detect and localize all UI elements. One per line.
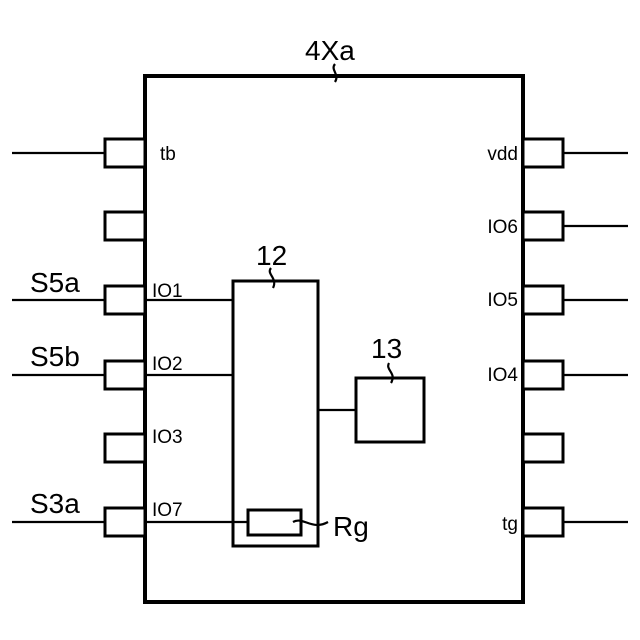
pin-label-io5: IO5 — [487, 290, 518, 311]
chip-label-leader — [334, 64, 337, 82]
pad-right-6 — [523, 508, 563, 536]
block-13-label: 13 — [371, 333, 402, 364]
pad-left-4 — [105, 361, 145, 389]
left-pins — [12, 139, 145, 536]
pad-left-6 — [105, 508, 145, 536]
resistor-leader — [293, 521, 328, 525]
signal-label-s3a: S3a — [30, 488, 80, 519]
pad-right-2 — [523, 212, 563, 240]
pad-left-5 — [105, 434, 145, 462]
pad-left-3 — [105, 286, 145, 314]
pin-label-io1: IO1 — [152, 281, 183, 302]
block-12-leader — [270, 268, 274, 288]
pad-right-5 — [523, 434, 563, 462]
pin-label-io7: IO7 — [152, 500, 183, 521]
resistor-rg — [248, 510, 301, 535]
pad-right-1 — [523, 139, 563, 167]
signal-label-s5b: S5b — [30, 341, 80, 372]
pad-right-3 — [523, 286, 563, 314]
pad-left-1 — [105, 139, 145, 167]
block-12 — [233, 281, 318, 546]
pin-label-vdd: vdd — [487, 144, 518, 165]
pin-label-tg: tg — [502, 514, 518, 535]
pin-label-io6: IO6 — [487, 217, 518, 238]
chip-label: 4Xa — [305, 35, 355, 66]
pin-label-io4: IO4 — [487, 365, 518, 386]
pin-label-tb: tb — [160, 144, 176, 165]
right-pins — [523, 139, 628, 536]
signal-label-s5a: S5a — [30, 267, 80, 298]
pad-left-2 — [105, 212, 145, 240]
block-13 — [356, 378, 424, 442]
pin-label-io3: IO3 — [152, 427, 183, 448]
resistor-label: Rg — [333, 511, 369, 542]
pad-right-4 — [523, 361, 563, 389]
block-13-leader — [388, 363, 393, 383]
pin-label-io2: IO2 — [152, 354, 183, 375]
block-12-label: 12 — [256, 240, 287, 271]
